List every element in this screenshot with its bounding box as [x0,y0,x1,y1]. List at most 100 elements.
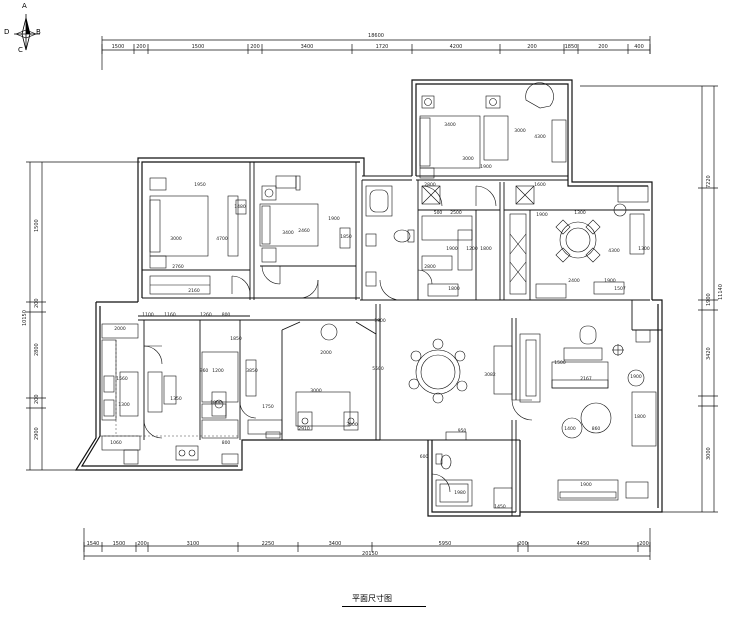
room-dimension-label: 1300 [574,210,586,216]
room-dimension-label: 5500 [372,366,384,372]
room-dimension-label: 1850 [230,336,242,342]
room-dimension-label: 1160 [164,312,176,318]
right-dim-3: 3420 [706,347,712,360]
top-segment-label: 200 [527,44,537,50]
room-dimension-label: 3000 [310,388,322,394]
corner-dining-set [535,185,649,299]
bottom-total-label: 20150 [362,551,378,557]
room-dimension-label: 2167 [580,376,592,382]
room-dimension-label: 950 [458,428,467,434]
room-dimension-label: 3000 [462,156,474,162]
bottom-segment-label: 1500 [113,541,126,547]
room-dimension-label: 4700 [216,236,228,242]
room-dimension-label: 1850 [340,234,352,240]
room-dimension-label: 1350 [170,396,182,402]
room-dimension-label: 1060 [110,440,122,446]
left-dim-4: 200 [34,394,40,404]
bedroom-1-furniture [149,177,247,295]
room-dimension-label: 1800 [448,286,460,292]
bottom-segment-label: 4450 [577,541,590,547]
corridor-storage [201,351,283,465]
room-dimension-label: 1450 [494,504,506,510]
door-swings [143,185,533,493]
room-dimension-label: 1750 [262,404,274,410]
compass-label-a: A [22,2,27,10]
left-dim-1: 1500 [34,219,40,232]
bottom-segment-label: 200 [518,541,528,547]
room-dimension-label: 1400 [564,426,576,432]
dining-table-set [408,338,468,404]
top-segment-label: 200 [136,44,146,50]
compass-label-d: D [4,28,10,36]
bedroom-2-furniture [259,175,351,263]
room-dimension-label: 1900 [536,212,548,218]
top-segment-label: 200 [250,44,260,50]
left-dim-3: 2800 [34,343,40,356]
top-segment-label: 200 [598,44,608,50]
room-dimension-label: 2000 [320,350,332,356]
room-dimension-label: 1950 [194,182,206,188]
room-dimension-label: 1507 [614,286,626,292]
room-dimension-label: 2460 [298,228,310,234]
room-dimension-label: 1800 [480,246,492,252]
living-room-furniture [493,325,657,509]
room-dimension-label: 1900 [374,318,386,324]
top-segment-label: 4200 [450,44,463,50]
room-dimension-label: 1480 [234,204,246,210]
bottom-segment-label: 3100 [187,541,200,547]
bottom-segment-label: 2250 [262,541,275,547]
room-dimension-label: 1800 [634,414,646,420]
bottom-segment-label: 1540 [87,541,100,547]
room-dimension-label: 1900 [630,374,642,380]
room-dimension-label: 960 [200,368,209,374]
room-dimension-label: 2760 [172,264,184,270]
room-dimension-label: 2800 [424,182,436,188]
compass-label-c: C [18,46,23,54]
room-dimension-label: 1560 [116,376,128,382]
room-dimension-label: 1200 [212,368,224,374]
room-dimension-label: 1900 [580,482,592,488]
room-dimension-label: 860 [592,426,601,432]
room-dimension-label: 3000 [170,236,182,242]
master-bedroom-furniture [419,82,567,179]
room-dimension-label: 1260 [200,312,212,318]
room-dimension-label: 3000 [514,128,526,134]
room-dimension-label: 2500 [450,210,462,216]
right-dimension-labels: 7220 11140 1900 3420 3000 [706,175,724,460]
left-dimension-chain [26,161,140,471]
room-dimension-label: 600 [420,454,429,460]
foyer-fixtures [295,323,359,431]
top-segment-label: 1500 [112,44,125,50]
room-dimension-label: 1980 [454,490,466,496]
room-dimension-label: 2800 [424,264,436,270]
top-segment-label: 400 [634,44,644,50]
bottom-segment-label: 200 [639,541,649,547]
drawing-title: 平面尺寸图 [352,594,392,603]
room-dimension-label: 1900 [446,246,458,252]
room-dimension-label: 4300 [608,248,620,254]
room-dimension-label: 3400 [444,122,456,128]
compass-label-b: B [36,28,41,36]
kitchen-hatch [100,340,238,437]
top-dimension-chain [101,36,651,70]
room-dimension-label: 800 [222,312,231,318]
right-dimension-chain [580,85,718,513]
top-segment-label: 3400 [301,44,314,50]
bottom-segment-label: 5950 [439,541,452,547]
room-dimension-label: 1300 [638,246,650,252]
left-dimension-labels: 1500 200 2800 200 2900 10150 [22,219,40,440]
room-dimension-label: 3400 [282,230,294,236]
title-underline [342,606,426,607]
room-dimension-label: 500 [434,210,443,216]
room-dimension-label: 3082 [484,372,496,378]
kitchen-fixtures [101,323,199,465]
left-dim-total: 10150 [22,310,28,326]
room-dimension-label: 2160 [188,288,200,294]
room-dimension-label: 1900 [480,164,492,170]
room-dimension-label: 1300 [118,402,130,408]
compass-icon [14,14,40,51]
outer-walls [74,79,663,517]
guest-bath-fixtures [435,431,473,507]
right-dim-1: 7220 [706,175,712,188]
